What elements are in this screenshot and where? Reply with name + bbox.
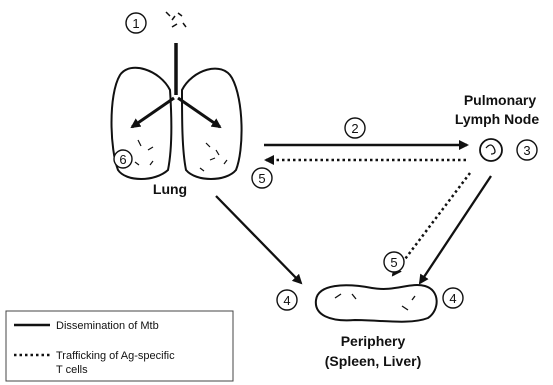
step-1-number: 1 bbox=[132, 16, 139, 31]
step-6-marker: 6 bbox=[114, 150, 132, 168]
legend-solid-label: Dissemination of Mtb bbox=[56, 320, 159, 332]
periphery-organ-icon bbox=[316, 285, 437, 322]
step-5-lung-marker: 5 bbox=[252, 168, 272, 188]
step-5-periphery-marker: 5 bbox=[384, 252, 404, 272]
lymph-node-label-line1: Pulmonary bbox=[464, 92, 537, 108]
periphery-label: Periphery bbox=[341, 333, 406, 349]
lymph-node-label-line2: Lymph Node bbox=[455, 111, 539, 127]
step-6-number: 6 bbox=[119, 152, 126, 167]
legend-dotted-label-line2: T cells bbox=[56, 364, 88, 376]
step-5-lung-number: 5 bbox=[258, 171, 265, 186]
step-4-right-marker: 4 bbox=[443, 288, 463, 308]
lymph-node-icon bbox=[480, 139, 502, 161]
step-3-number: 3 bbox=[523, 143, 530, 158]
lung-label: Lung bbox=[153, 181, 187, 197]
step-4-left-number: 4 bbox=[283, 293, 290, 308]
legend-dotted-label-line1: Trafficking of Ag-specific bbox=[56, 350, 175, 362]
periphery-sublabel: (Spleen, Liver) bbox=[325, 353, 421, 369]
legend: Dissemination of Mtb Trafficking of Ag-s… bbox=[6, 311, 233, 381]
step-2-marker: 2 bbox=[345, 118, 365, 138]
step-3-marker: 3 bbox=[517, 140, 537, 160]
arrow-lung-to-periphery bbox=[216, 196, 301, 283]
lung-bacilli-icon bbox=[135, 140, 227, 171]
step-1-marker: 1 bbox=[126, 13, 146, 33]
step-4-right-number: 4 bbox=[449, 291, 456, 306]
step-5-periphery-number: 5 bbox=[390, 255, 397, 270]
step-2-number: 2 bbox=[351, 121, 358, 136]
inhaled-bacilli-icon bbox=[166, 12, 186, 27]
step-4-left-marker: 4 bbox=[277, 290, 297, 310]
